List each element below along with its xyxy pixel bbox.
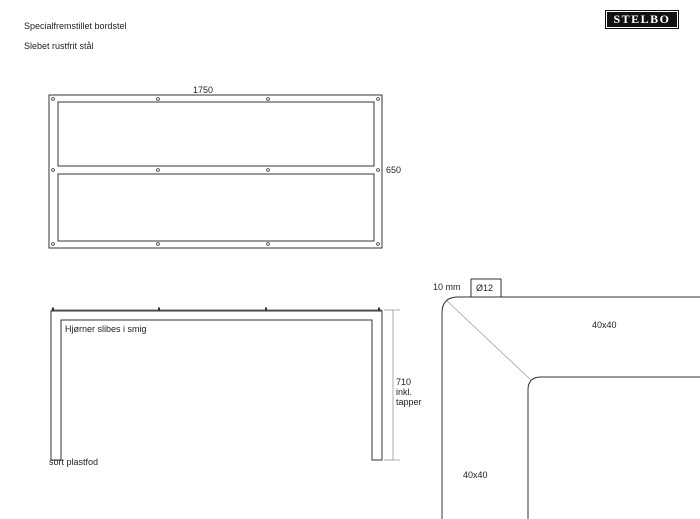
height-dimension-label: 710 inkl. tapper [396, 377, 422, 407]
detail-corner [441, 278, 700, 519]
top-profile-label: 40x40 [592, 320, 617, 330]
height-dimension-line [384, 309, 400, 461]
height-qualifier: inkl. [396, 387, 413, 397]
side-view-frame [50, 309, 383, 461]
top-view-bolt-holes [51, 97, 380, 246]
height-value: 710 [396, 377, 412, 387]
side-view-taps [52, 307, 380, 311]
corner-note: Hjørner slibes i smig [65, 324, 147, 334]
gap-label: 10 mm [433, 282, 461, 292]
width-dimension-label: 650 [386, 165, 402, 175]
material-note: Slebet rustfrit stål [24, 41, 94, 51]
stelbo-logo: STELBO [605, 10, 679, 29]
foot-note: sort plastfod [49, 457, 99, 467]
leg-profile-label: 40x40 [463, 470, 488, 480]
drawing-title: Specialfremstillet bordstel [24, 21, 127, 31]
length-dimension-label: 1750 [193, 85, 214, 95]
height-qualifier-tap: tapper [396, 397, 422, 407]
top-view-frame [48, 94, 383, 249]
hole-diameter-label: Ø12 [476, 283, 494, 293]
